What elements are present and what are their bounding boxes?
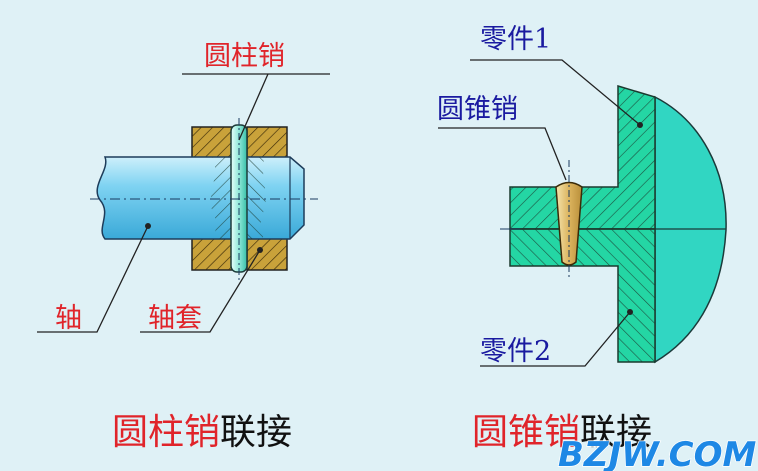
tapered-pin-label: 圆锥销 xyxy=(437,94,518,125)
shaft-label: 轴 xyxy=(55,303,82,334)
watermark: BZJW.COM xyxy=(558,435,757,471)
tapered-pin-assembly xyxy=(500,84,727,364)
part1-label: 零件1 xyxy=(480,24,551,55)
right-caption-red: 圆锥销 xyxy=(472,412,580,453)
cylindrical-pin-label: 圆柱销 xyxy=(204,41,285,72)
right-caption-black: 联接 xyxy=(580,412,652,453)
left-caption: 圆柱销联接 xyxy=(112,412,292,453)
shaft xyxy=(96,156,305,240)
left-caption-black: 联接 xyxy=(220,412,292,453)
cylindrical-pin-assembly xyxy=(90,118,318,282)
sleeve-label: 轴套 xyxy=(148,303,202,334)
left-caption-red: 圆柱销 xyxy=(112,412,220,453)
left-leader-lines xyxy=(37,73,330,333)
right-leader-lines xyxy=(438,59,641,367)
right-caption: 圆锥销联接 xyxy=(472,412,652,453)
part2-label: 零件2 xyxy=(480,336,551,367)
